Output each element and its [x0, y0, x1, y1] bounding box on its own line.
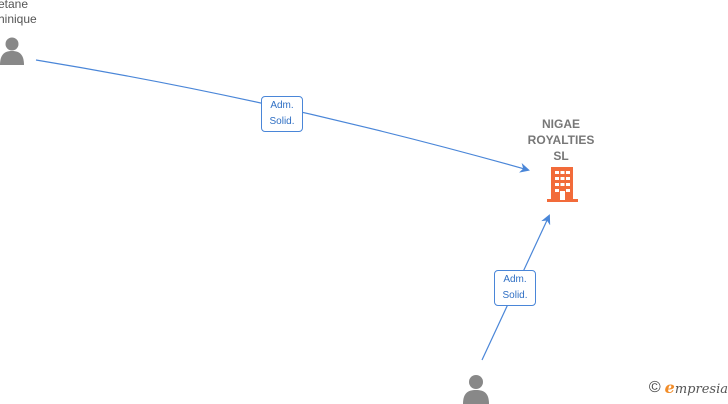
brand-name: empresia	[665, 378, 728, 397]
relation-1-role[interactable]: Adm. Solid.	[261, 96, 303, 132]
company-name-line-1: NIGAE	[541, 117, 580, 131]
relation-1-role-line-2: Solid.	[269, 116, 295, 127]
company-name-line-3: SL	[553, 149, 569, 163]
brand-initial: e	[664, 378, 675, 397]
company-name[interactable]: NIGAE ROYALTIES SL	[518, 116, 604, 164]
copyright-symbol: ©	[648, 378, 661, 396]
relation-1-role-line-1: Adm.	[270, 100, 294, 111]
building-icon[interactable]	[546, 167, 579, 202]
brand-rest: mpresia	[674, 382, 728, 397]
person-1-name[interactable]: etane hinique	[0, 0, 37, 27]
empresia-logo: © empresia	[649, 378, 728, 397]
person-1-icon[interactable]	[0, 37, 26, 65]
relation-2-role[interactable]: Adm. Solid.	[494, 270, 536, 306]
company-name-line-2: ROYALTIES	[527, 133, 595, 147]
person-1-name-line-2: hinique	[0, 12, 37, 26]
person-1-name-line-1: etane	[0, 0, 29, 11]
relation-2-role-line-2: Solid.	[502, 290, 528, 301]
relation-2-role-line-1: Adm.	[503, 274, 527, 285]
